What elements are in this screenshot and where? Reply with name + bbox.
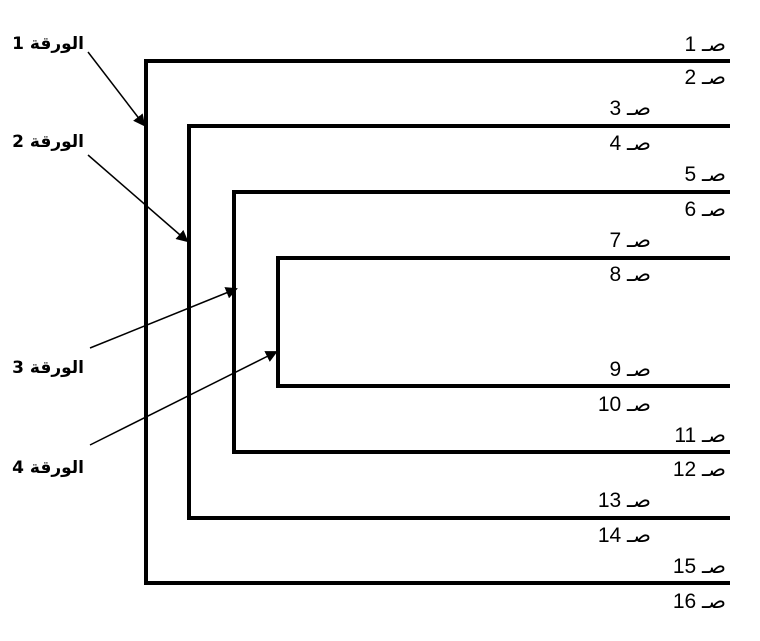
page-label-10: صـ 10 xyxy=(598,393,651,416)
page-label-13: صـ 13 xyxy=(598,489,651,512)
page-label-3: صـ 3 xyxy=(609,97,651,120)
sheet-4-bracket xyxy=(276,256,730,388)
page-label-2: صـ 2 xyxy=(684,66,726,89)
sheet-3-bracket xyxy=(232,190,730,454)
arrow-sheet-3 xyxy=(89,287,238,349)
page-label-9: صـ 9 xyxy=(609,358,651,381)
page-label-4: صـ 4 xyxy=(609,132,651,155)
page-label-12: صـ 12 xyxy=(673,458,726,481)
page-label-14: صـ 14 xyxy=(598,524,651,547)
page-label-7: صـ 7 xyxy=(609,229,651,252)
arrow-sheet-1 xyxy=(87,51,146,127)
page-labels: صـ 1 صـ 2 صـ 3 صـ 4 صـ 5 صـ 6 صـ 7 صـ 8 … xyxy=(598,33,726,613)
arrow-sheet-4 xyxy=(89,351,278,446)
sheet-labels: الورقة 1 الورقة 2 الورقة 3 الورقة 4 xyxy=(12,34,84,478)
page-label-5: صـ 5 xyxy=(684,163,726,186)
sheet-label-2: الورقة 2 xyxy=(12,132,84,152)
sheet-2-bracket xyxy=(187,124,730,520)
arrows xyxy=(87,51,278,446)
page-label-8: صـ 8 xyxy=(609,263,651,286)
sheet-label-4: الورقة 4 xyxy=(12,458,84,478)
sheet-label-3: الورقة 3 xyxy=(12,358,84,378)
page-label-16: صـ 16 xyxy=(673,590,726,613)
page-label-1: صـ 1 xyxy=(684,33,726,56)
sheet-brackets xyxy=(144,59,730,585)
page-label-15: صـ 15 xyxy=(673,555,726,578)
sheet-label-1: الورقة 1 xyxy=(12,34,84,54)
sheet-1-bracket xyxy=(144,59,730,585)
page-label-6: صـ 6 xyxy=(684,198,726,221)
arrow-sheet-2 xyxy=(87,154,189,243)
page-label-11: صـ 11 xyxy=(674,424,726,447)
